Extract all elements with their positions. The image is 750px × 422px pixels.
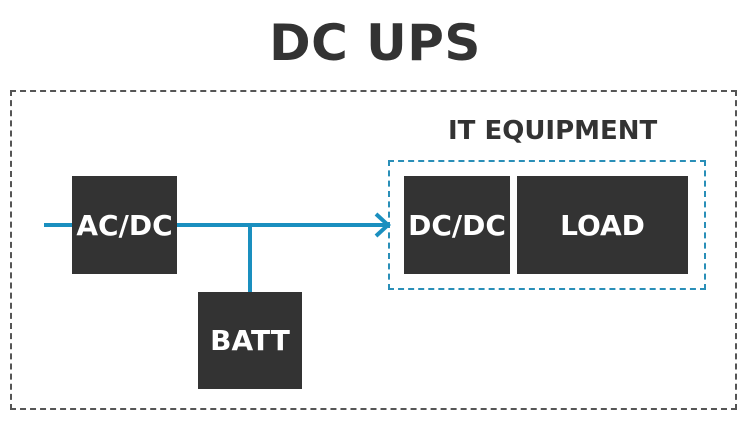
acdc-label: AC/DC: [76, 208, 173, 242]
dcdc-converter-block: DC/DC: [404, 176, 510, 274]
dcdc-label: DC/DC: [408, 208, 506, 242]
acdc-converter-block: AC/DC: [72, 176, 177, 274]
it-equipment-label: IT EQUIPMENT: [448, 116, 658, 146]
diagram-title: DC UPS: [269, 14, 481, 72]
arrow-head-icon: [374, 212, 391, 238]
ups-boundary: [10, 90, 737, 410]
load-label: LOAD: [560, 208, 645, 242]
battery-block: BATT: [198, 292, 302, 389]
load-block: LOAD: [517, 176, 688, 274]
batt-label: BATT: [210, 324, 290, 357]
